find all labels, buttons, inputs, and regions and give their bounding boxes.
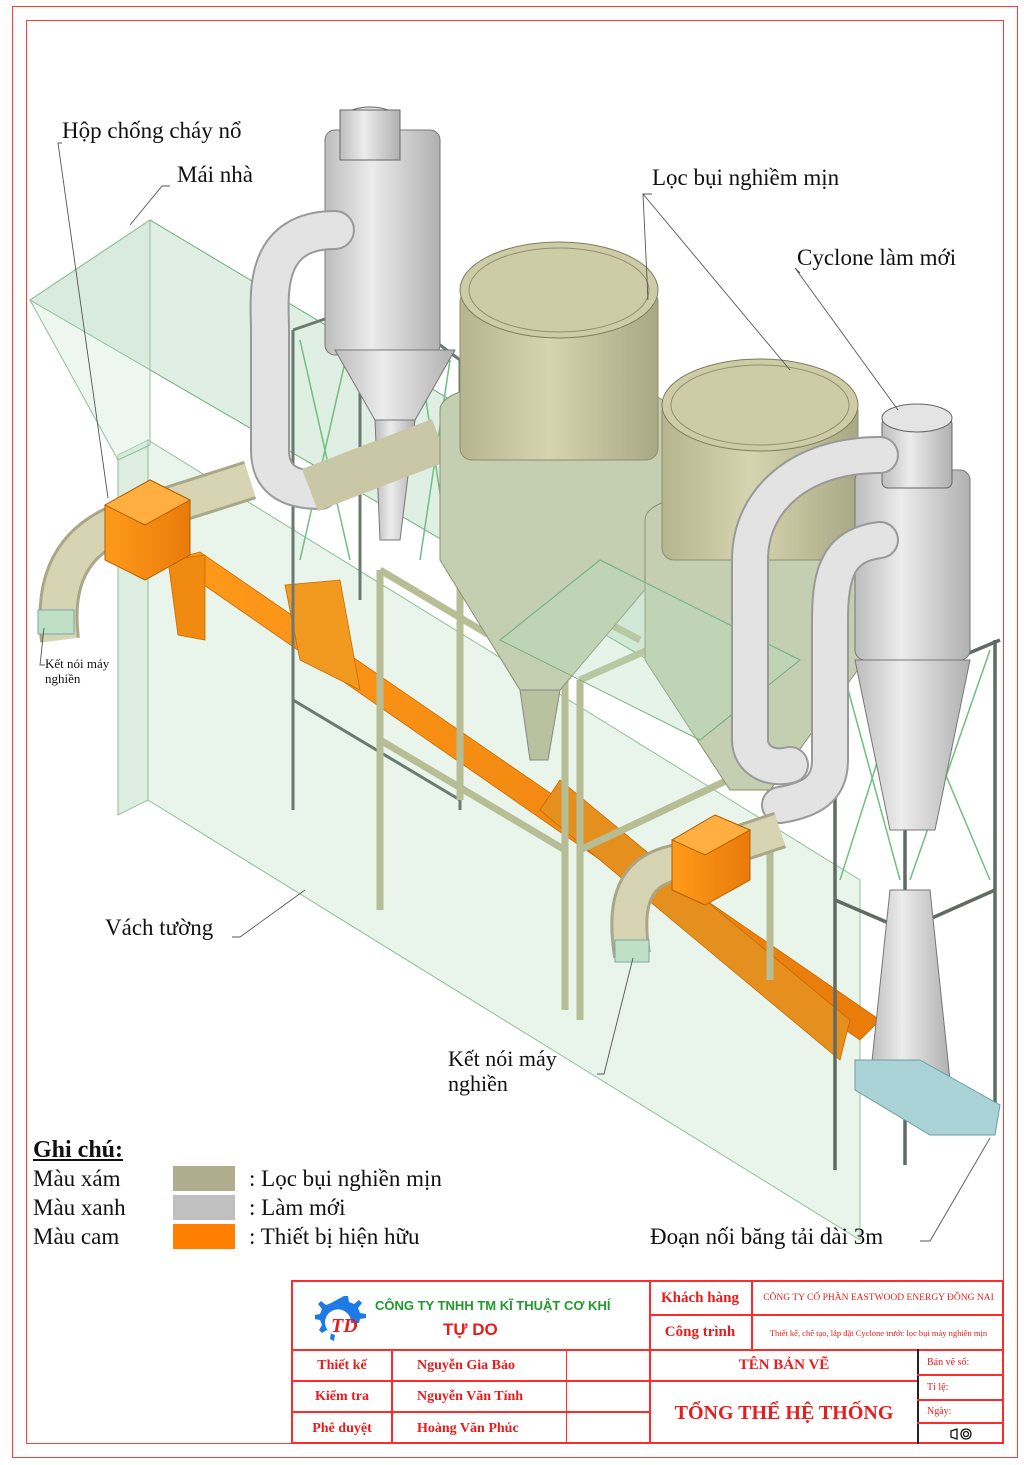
legend-item-name: Màu xanh [33,1194,126,1220]
project-label: Công trình [664,1324,736,1340]
tb-divider [649,1380,917,1382]
company-name: CÔNG TY TNHH TM KĨ THUẬT CƠ KHÍ [375,1298,611,1313]
left-duct [249,210,355,510]
callout-roof: Mái nhà [177,162,254,187]
callout-mill-connection-left-line1: Kết nói máy [45,656,110,671]
callout-mill-connection-center-line1: Kết nói máy [448,1046,557,1071]
legend-item: Màu xanh : Làm mới [33,1193,442,1222]
customer-value: CÔNG TY CỔ PHẦN EASTWOOD ENERGY ĐỒNG NAI [763,1293,994,1303]
drawing-name: TỔNG THỂ HỆ THỐNG [674,1401,894,1424]
conveyor-connection-segment [854,1059,1001,1136]
callout-conveyor-segment: Đoạn nối băng tải dài 3m [650,1224,884,1249]
role-label: Thiết kế [317,1357,367,1373]
role-person: Nguyễn Văn Tính [417,1388,524,1404]
customer-label: Khách hàng [661,1289,739,1306]
tb-divider [391,1349,393,1444]
legend-swatch-filter [173,1166,235,1191]
center-inlet [610,811,787,963]
right-new-cyclone [854,403,971,1081]
legend-item-description: : Thiết bị hiện hữu [249,1223,420,1249]
legend-item-name: Màu cam [33,1223,120,1249]
left-inlet [37,460,257,643]
tb-divider [917,1422,1004,1424]
fine-dust-filter-1 [439,241,671,761]
tb-divider [293,1411,649,1413]
role-label: Phê duyệt [312,1420,372,1436]
callout-mill-connection-left: Kết nói máy nghiền [45,656,109,686]
company-name-short: TỰ DO [443,1320,498,1339]
tb-divider [293,1349,1004,1351]
tb-divider [751,1282,753,1349]
scale-label: Tỉ lệ: [927,1382,949,1393]
drawing-number-label: Bản vẽ số: [927,1357,970,1368]
title-block: TD CÔNG TY TNHH TM KĨ THUẬT CƠ KHÍ TỰ DO… [291,1280,1004,1444]
role-person: Nguyễn Gia Bảo [417,1357,516,1373]
drawing-frame-outer [12,6,1018,1458]
first-angle-projection-icon [949,1428,972,1440]
project-value: Thiết kế, chế tạo, lắp đặt Cyclone trước… [769,1327,988,1338]
callout-wall: Vách tường [105,915,214,940]
date-label: Ngày: [927,1406,952,1417]
legend-item-name: Màu xám [33,1165,121,1191]
tb-divider [917,1374,1004,1376]
legend-item: Màu cam : Thiết bị hiện hữu [33,1222,442,1251]
tb-divider [917,1399,1004,1401]
legend-swatch-new [173,1195,235,1220]
tb-divider [566,1349,567,1444]
legend-item: Màu xám : Lọc bụi nghiền mịn [33,1164,442,1193]
callout-mill-connection-left-line2: nghiền [45,671,81,686]
role-person: Hoàng Văn Phúc [417,1420,519,1436]
drawing-name-label: TÊN BẢN VẼ [738,1357,830,1373]
callout-mill-connection-center-line2: nghiền [448,1071,508,1096]
tb-divider [649,1282,651,1444]
tb-divider [917,1349,919,1444]
logo-text: TD [331,1315,358,1337]
gear-icon [315,1296,366,1341]
legend-title: Ghi chú: [33,1137,124,1163]
tb-divider [649,1314,1004,1316]
callout-new-cyclone: Cyclone làm mới [797,245,957,270]
tb-divider [293,1380,649,1382]
legend-item-description: : Lọc bụi nghiền mịn [249,1165,442,1191]
legend-swatch-existing [173,1224,235,1249]
callout-mill-connection-center: Kết nói máy nghiền [448,1046,557,1096]
fine-dust-filter-2 [644,358,866,791]
legend-item-description: : Làm mới [249,1194,346,1220]
right-ducts [731,436,899,824]
projection-symbol [919,1424,1004,1444]
callout-explosion-box: Hộp chống cháy nổ [62,118,242,143]
company-logo: TD [315,1296,366,1341]
legend: Ghi chú: Màu xám : Lọc bụi nghiền mịn Mà… [33,1136,442,1251]
leader-lines [39,142,991,1242]
role-label: Kiểm tra [314,1388,370,1404]
callout-fine-dust-filter: Lọc bụi nghiềm mịn [652,165,840,190]
